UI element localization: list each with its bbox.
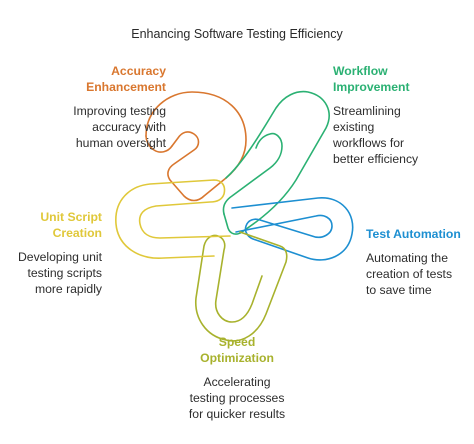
- workflow-loop-inner: [222, 132, 283, 215]
- workflow-improvement-block: Workflow Improvement Streamlining existi…: [333, 63, 463, 167]
- speed-optimization-heading: Speed Optimization: [200, 335, 274, 365]
- test-automation-description: Automating the creation of tests to save…: [366, 251, 453, 297]
- workflow-improvement-heading: Workflow Improvement: [333, 64, 410, 94]
- speed-optimization-description: Accelerating testing processes for quick…: [188, 375, 286, 421]
- speed-loop: [195, 231, 288, 342]
- unit-script-creation-description: Developing unit testing scripts more rap…: [17, 250, 102, 296]
- accuracy-enhancement-description: Improving testing accuracy with human ov…: [73, 104, 166, 150]
- accuracy-loop: [145, 91, 247, 202]
- accuracy-enhancement-block: Accuracy Enhancement Improving testing a…: [24, 63, 166, 151]
- speed-optimization-block: Speed Optimization Accelerating testing …: [167, 334, 307, 422]
- test-automation-block: Test Automation Automating the creation …: [366, 226, 470, 298]
- test-automation-loop: [231, 197, 354, 261]
- workflow-improvement-description: Streamlining existing workflows for bett…: [333, 104, 419, 166]
- test-automation-heading: Test Automation: [366, 227, 461, 241]
- accuracy-loop-inner: [145, 135, 173, 153]
- unit-script-creation-heading: Unit Script Creation: [40, 210, 102, 240]
- workflow-loop: [223, 90, 330, 235]
- diagram-title: Enhancing Software Testing Efficiency: [131, 27, 343, 41]
- accuracy-enhancement-heading: Accuracy Enhancement: [86, 64, 166, 94]
- unit-script-loop: [115, 179, 231, 259]
- unit-script-creation-block: Unit Script Creation Developing unit tes…: [8, 209, 102, 297]
